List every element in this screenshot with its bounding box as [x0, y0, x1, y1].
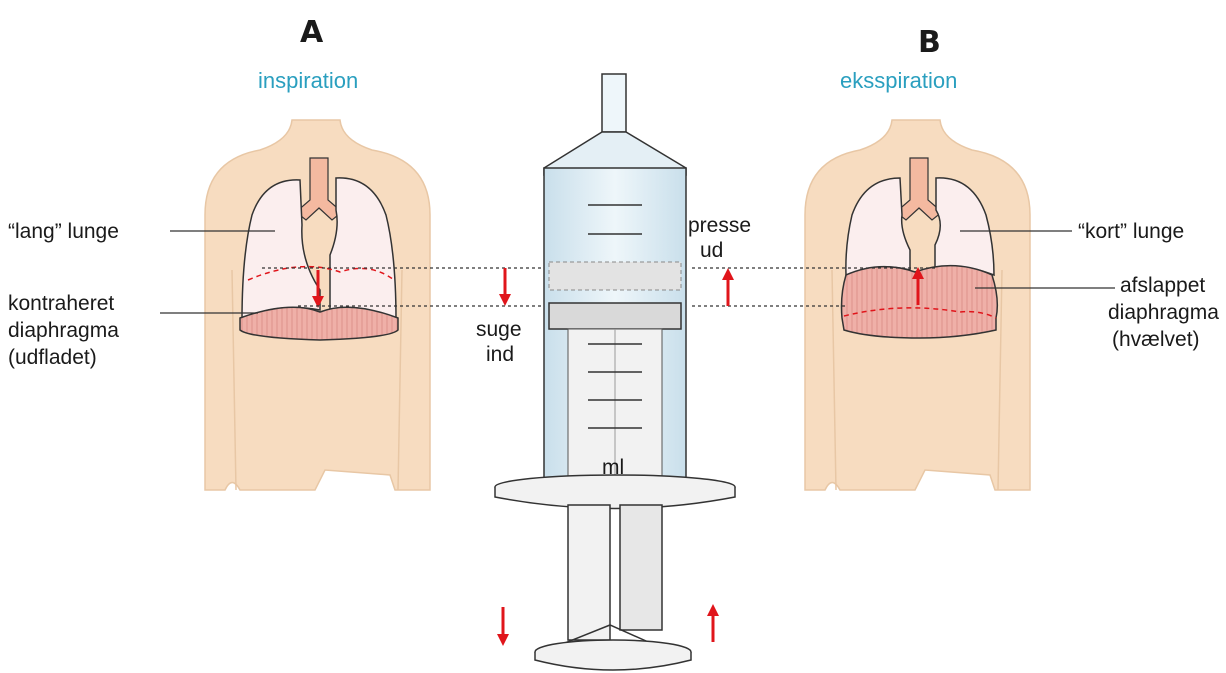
syringe-out-label-1: presse: [688, 214, 751, 237]
left-diaphragm: [240, 307, 398, 340]
left-diaphragm-label-1: kontraheret: [8, 292, 114, 315]
right-torso: [805, 120, 1030, 490]
syringe-in-label-1: suge: [476, 318, 522, 341]
syringe-unit-label: ml: [602, 456, 624, 479]
panel-letter-b: B: [918, 25, 941, 60]
left-lung-label: “lang” lunge: [8, 220, 119, 243]
left-diaphragm-label-3: (udfladet): [8, 346, 97, 369]
syringe-in-label-2: ind: [486, 343, 514, 366]
syringe-plunger-rod: [568, 505, 610, 640]
syringe-nozzle: [602, 74, 626, 132]
right-diaphragm-label-2: diaphragma: [1108, 301, 1219, 324]
left-torso: [205, 120, 430, 490]
syringe-plunger-head: [549, 303, 681, 329]
panel-letter-a: A: [300, 15, 324, 50]
right-lung-label: “kort” lunge: [1078, 220, 1184, 243]
syringe-out-label-2: ud: [700, 239, 723, 262]
phase-inspiration: inspiration: [258, 68, 358, 93]
left-diaphragm-label-2: diaphragma: [8, 319, 119, 342]
phase-eksspiration: eksspiration: [840, 68, 957, 93]
right-diaphragm-label-1: afslappet: [1120, 274, 1205, 297]
right-diaphragm-label-3: (hvælvet): [1112, 328, 1200, 351]
syringe: [495, 74, 735, 670]
